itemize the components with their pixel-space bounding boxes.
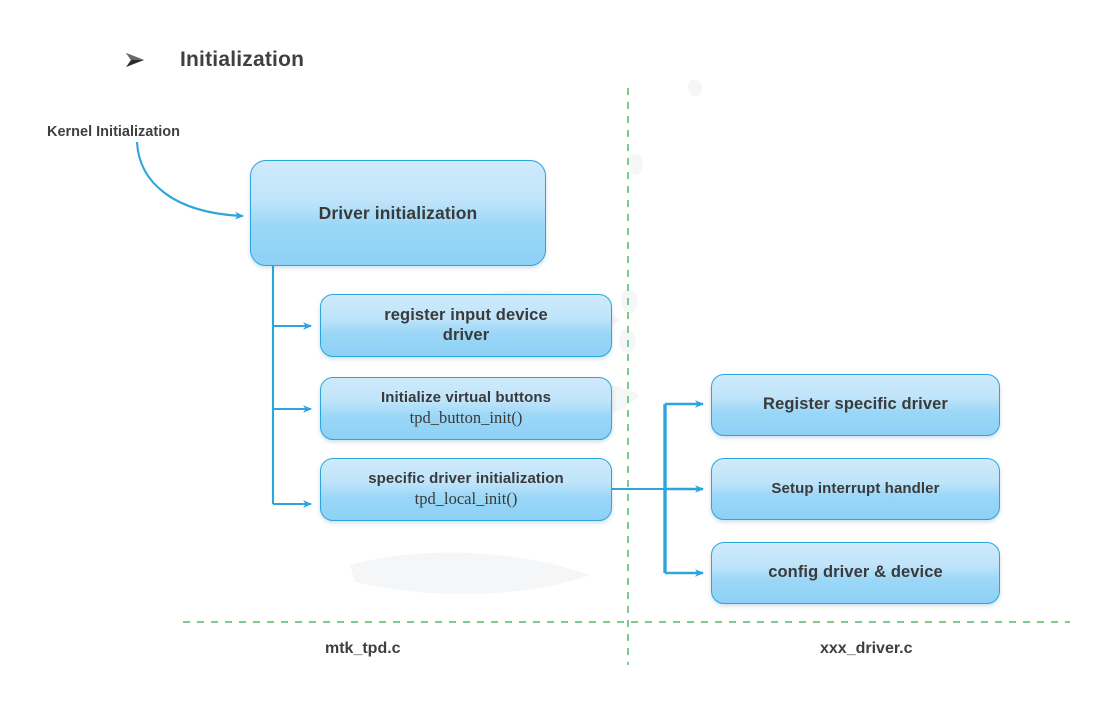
node-register-specific-driver[interactable]: Register specific driver bbox=[711, 374, 1000, 436]
node-register-input-device-driver[interactable]: register input device driver bbox=[320, 294, 612, 357]
right-branch-bus bbox=[663, 400, 704, 577]
region-label-mtk-tpd: mtk_tpd.c bbox=[325, 640, 401, 657]
node-label-line1: Setup interrupt handler bbox=[771, 480, 940, 497]
node-initialize-virtual-buttons[interactable]: Initialize virtual buttons tpd_button_in… bbox=[320, 377, 612, 440]
node-label-line2: tpd_button_init() bbox=[409, 408, 523, 428]
region-label-xxx-driver: xxx_driver.c bbox=[820, 640, 913, 657]
page-title: Initialization bbox=[180, 48, 305, 71]
node-label-line1: Driver initialization bbox=[318, 202, 478, 223]
arrow-bullet-icon bbox=[126, 53, 144, 67]
node-setup-interrupt-handler[interactable]: Setup interrupt handler bbox=[711, 458, 1000, 520]
node-config-driver-and-device[interactable]: config driver & device bbox=[711, 542, 1000, 604]
node-specific-driver-initialization[interactable]: specific driver initialization tpd_local… bbox=[320, 458, 612, 521]
node-label-line1: Register specific driver bbox=[763, 395, 948, 414]
node-label-line1: config driver & device bbox=[768, 563, 943, 582]
heading-row: Initialization bbox=[124, 48, 304, 72]
node-label-line2: tpd_local_init() bbox=[414, 489, 518, 509]
kernel-to-driver-connector bbox=[135, 141, 244, 220]
node-driver-initialization[interactable]: Driver initialization bbox=[250, 160, 546, 266]
node-label-line1: Initialize virtual buttons bbox=[380, 389, 552, 407]
kernel-initialization-label: Kernel Initialization bbox=[47, 124, 180, 140]
node-label-line2: driver bbox=[442, 325, 490, 344]
node-label-line1: specific driver initialization bbox=[368, 470, 564, 488]
node-label-line1: register input device bbox=[384, 305, 548, 324]
driver-init-branch-bus bbox=[271, 266, 312, 508]
